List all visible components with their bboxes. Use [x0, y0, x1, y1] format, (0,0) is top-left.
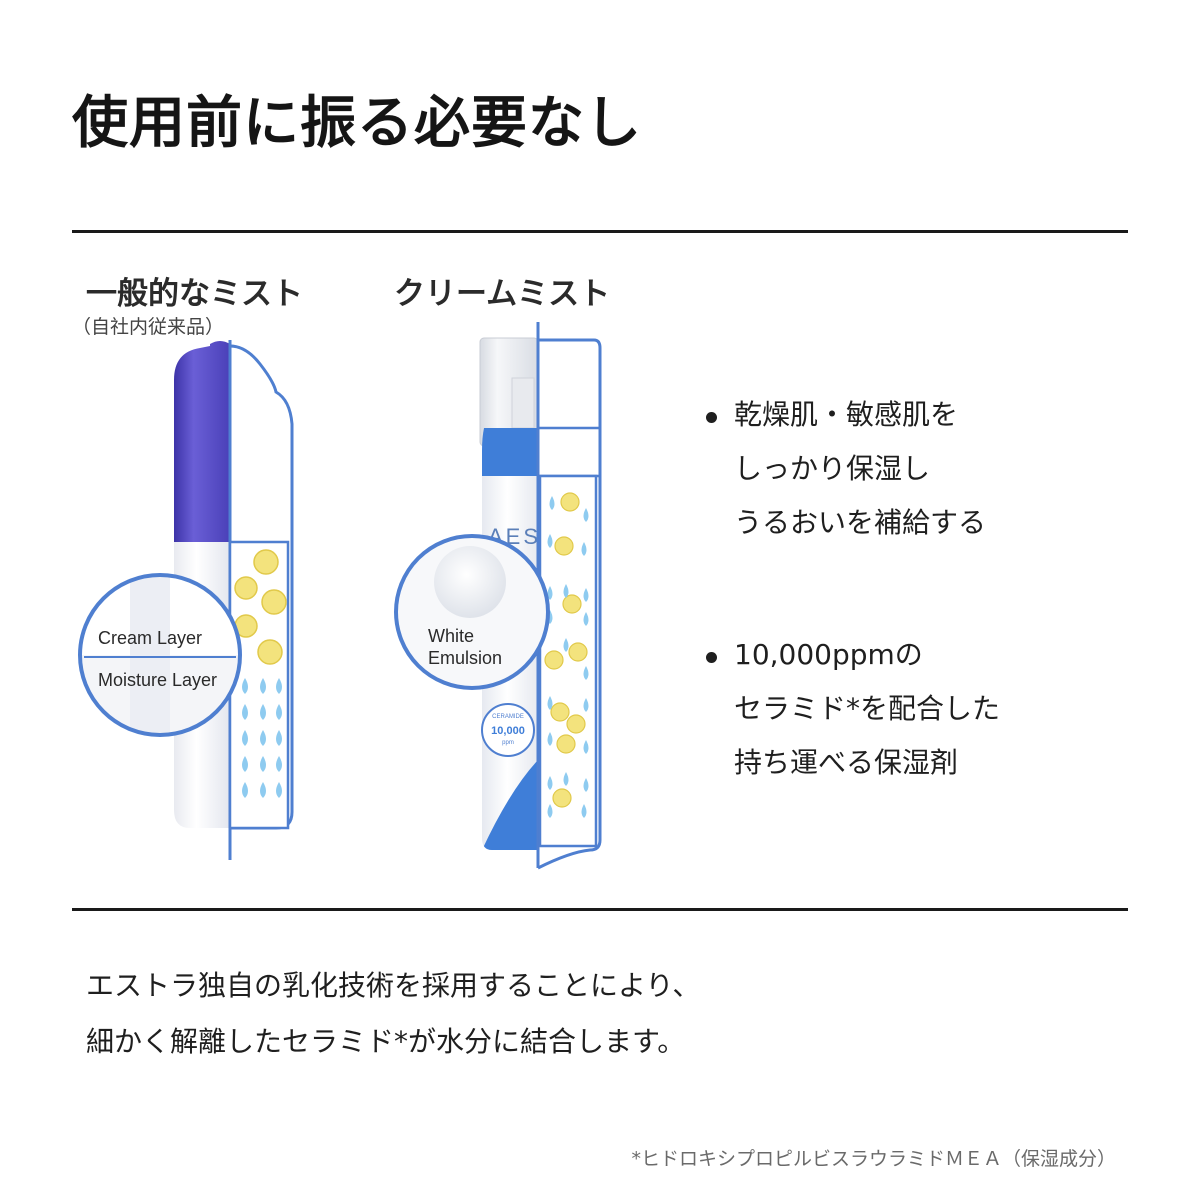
- bottom-divider: [72, 908, 1128, 911]
- cream-beads: [234, 549, 287, 665]
- emulsion-zoom-circle: White Emulsion: [394, 534, 550, 690]
- white-label: White: [428, 626, 474, 646]
- right-column-heading: クリームミスト: [394, 276, 611, 312]
- badge-top: CERAMIDE: [492, 714, 524, 720]
- bottle-cutaway-outline-2: [537, 338, 602, 870]
- description-line-2: 細かく解離したセラミド*が水分に結合します。: [86, 1025, 686, 1058]
- footnote: *ヒドロキシプロピルビスラウラミドＭＥＡ（保湿成分）: [631, 1148, 1116, 1170]
- benefit-1-line-1: 乾燥肌・敏感肌を: [734, 398, 959, 431]
- bottle-cap-shape: [174, 341, 230, 542]
- bullet-dot: [706, 652, 717, 663]
- benefit-2-line-1: 10,000ppmの: [734, 638, 923, 671]
- emulsion-beads: [544, 492, 588, 808]
- benefit-2: 10,000ppmの セラミド*を配合した 持ち運べる保湿剤: [706, 628, 1000, 790]
- benefit-2-line-3: 持ち運べる保湿剤: [734, 746, 959, 779]
- cream-mist-illustration: AEST CERAMIDE 10,000 ppm White Emulsion: [394, 322, 602, 870]
- description: エストラ独自の乳化技術を採用することにより、 細かく解離したセラミド*が水分に結…: [86, 958, 700, 1070]
- description-line-1: エストラ独自の乳化技術を採用することにより、: [86, 969, 701, 1002]
- left-column-note: （自社内従来品）: [72, 316, 225, 338]
- moisture-droplets: [242, 678, 282, 798]
- blue-collar-shape: [482, 428, 538, 476]
- benefit-2-line-2: セラミド*を配合した: [734, 692, 1001, 725]
- cream-layer-label: Cream Layer: [98, 628, 202, 648]
- badge-value: 10,000: [491, 725, 525, 737]
- page-title: 使用前に振る必要なし: [72, 91, 642, 156]
- benefit-1: 乾燥肌・敏感肌を しっかり保湿し うるおいを補給する: [706, 388, 986, 550]
- moisture-layer-label: Moisture Layer: [98, 670, 217, 690]
- badge-unit: ppm: [502, 740, 514, 746]
- layer-zoom-circle: Cream Layer Moisture Layer: [78, 573, 242, 737]
- top-divider: [72, 230, 1128, 233]
- benefit-1-line-2: しっかり保湿し: [734, 452, 931, 485]
- bottle-cutaway-outline: [229, 344, 294, 830]
- bullet-dot: [706, 412, 717, 423]
- conventional-mist-illustration: Cream Layer Moisture Layer: [78, 340, 294, 860]
- benefit-1-line-3: うるおいを補給する: [734, 506, 987, 539]
- ceramide-badge: CERAMIDE 10,000 ppm: [481, 703, 535, 757]
- emulsion-label: Emulsion: [428, 648, 502, 668]
- emulsion-droplets: [547, 496, 589, 818]
- left-column-heading: 一般的なミスト: [86, 276, 303, 312]
